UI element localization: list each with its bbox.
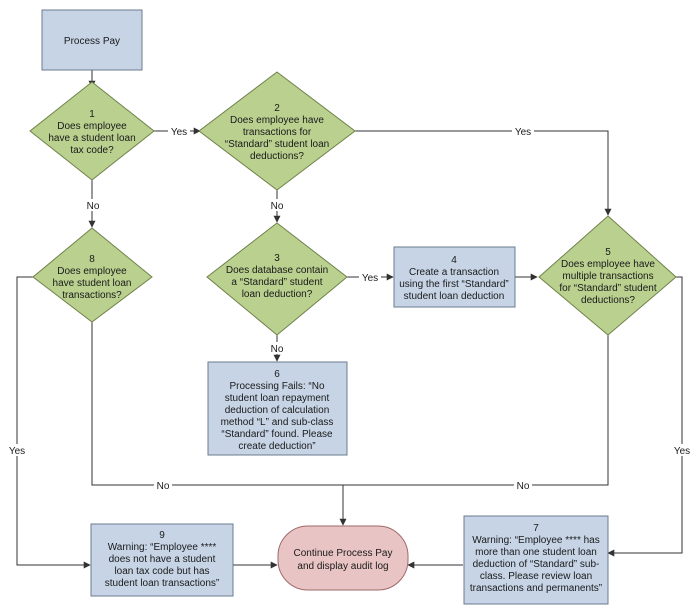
node-1-line: have a student loan xyxy=(48,133,135,144)
edge-2-to-5 xyxy=(355,130,612,216)
node-8-line: Does employee xyxy=(57,266,127,277)
node-7-line: 7 xyxy=(533,523,539,534)
edge-label-2-5: Yes xyxy=(515,127,531,138)
node-4-line: Create a transaction xyxy=(409,267,499,278)
node-5-line: Does employee have xyxy=(561,259,655,270)
edge-label-1-8: No xyxy=(87,201,100,212)
node-9-line: 9 xyxy=(159,530,165,541)
node-4-process: 4 Create a transaction using the first “… xyxy=(393,246,516,308)
node-6-line: 6 xyxy=(274,369,280,380)
node-3-line: a “Standard” student xyxy=(231,277,322,288)
node-1-line: Does employee xyxy=(57,121,127,132)
node-7-line: more than one student loan xyxy=(475,547,597,558)
node-9-process: 9 Warning: “Employee **** does not have … xyxy=(90,523,234,597)
node-process-pay-line: Process Pay xyxy=(64,36,120,47)
node-4-line: student loan deduction xyxy=(404,291,505,302)
edge-label-1-2: Yes xyxy=(171,127,187,138)
node-2-line: deductions? xyxy=(250,151,304,162)
node-7-line: class. Please review loan xyxy=(480,571,592,582)
node-6-line: Processing Fails: “No xyxy=(229,381,324,392)
node-1-line: 1 xyxy=(89,109,95,120)
node-7-line: transactions and permanents” xyxy=(470,583,602,594)
node-1-decision: 1 Does employee have a student loan tax … xyxy=(29,81,155,181)
node-6-line: deduction of calculation xyxy=(225,405,330,416)
edge-labels: Yes No Yes No Yes No Yes No No Yes xyxy=(6,125,693,492)
node-5-line: deductions? xyxy=(581,295,635,306)
node-8-line: transactions? xyxy=(62,290,122,301)
node-6-line: method “L” and sub-class xyxy=(221,417,334,428)
node-3-line: loan deduction? xyxy=(242,289,313,300)
node-continue-terminal: Continue Process Pay and display audit l… xyxy=(277,525,409,591)
node-6-line: create deduction” xyxy=(238,441,315,452)
edge-label-5-7: Yes xyxy=(674,446,690,457)
node-7-process: 7 Warning: “Employee **** has more than … xyxy=(463,515,609,605)
edge-5-to-7 xyxy=(607,276,683,557)
edge-label-3-4: Yes xyxy=(362,273,378,284)
node-8-line: have student loan xyxy=(53,278,132,289)
node-3-line: 3 xyxy=(274,253,280,264)
node-5-line: 5 xyxy=(605,247,611,258)
node-9-line: Warning: “Employee **** xyxy=(108,542,217,553)
node-6-line: student loan repayment xyxy=(225,393,330,404)
node-end-line: and display audit log xyxy=(297,561,388,572)
node-5-line: for “Standard” student xyxy=(559,283,656,294)
edge-label-2-3: No xyxy=(271,201,284,212)
node-1-line: tax code? xyxy=(70,145,114,156)
node-5-line: multiple transactions xyxy=(562,271,653,282)
node-2-decision: 2 Does employee have transactions for “S… xyxy=(198,71,356,191)
node-3-line: Does database contain xyxy=(226,265,328,276)
edge-8-to-9 xyxy=(16,276,91,569)
edge-label-3-6: No xyxy=(271,344,284,355)
node-9-line: loan tax code but has xyxy=(114,566,209,577)
node-5-decision: 5 Does employee have multiple transactio… xyxy=(538,215,677,336)
node-7-line: deduction of “Standard” sub- xyxy=(473,559,600,570)
node-4-line: 4 xyxy=(451,255,457,266)
node-end-line: Continue Process Pay xyxy=(294,548,393,559)
node-2-line: 2 xyxy=(274,103,280,114)
node-process-pay: Process Pay xyxy=(41,9,143,71)
node-9-line: student loan transactions” xyxy=(105,578,220,589)
edge-label-5-end: No xyxy=(517,481,530,492)
node-4-line: using the first “Standard” xyxy=(399,279,509,290)
node-9-line: does not have a student xyxy=(109,554,216,565)
edge-8-to-end-no xyxy=(91,322,609,486)
node-2-line: transactions for xyxy=(243,127,312,138)
node-8-decision: 8 Does employee have student loan transa… xyxy=(32,227,153,323)
node-6-line: “Standard” found. Please xyxy=(221,429,333,440)
node-7-line: Warning: “Employee **** has xyxy=(472,535,599,546)
node-8-line: 8 xyxy=(89,254,95,265)
edge-label-8-end: No xyxy=(157,481,170,492)
connectors xyxy=(16,70,683,569)
node-3-decision: 3 Does database contain a “Standard” stu… xyxy=(206,222,348,336)
node-2-line: “Standard” student loan xyxy=(225,139,330,150)
node-2-line: Does employee have xyxy=(230,115,324,126)
edge-label-8-9: Yes xyxy=(9,446,25,457)
node-6-process: 6 Processing Fails: “No student loan rep… xyxy=(207,361,348,456)
